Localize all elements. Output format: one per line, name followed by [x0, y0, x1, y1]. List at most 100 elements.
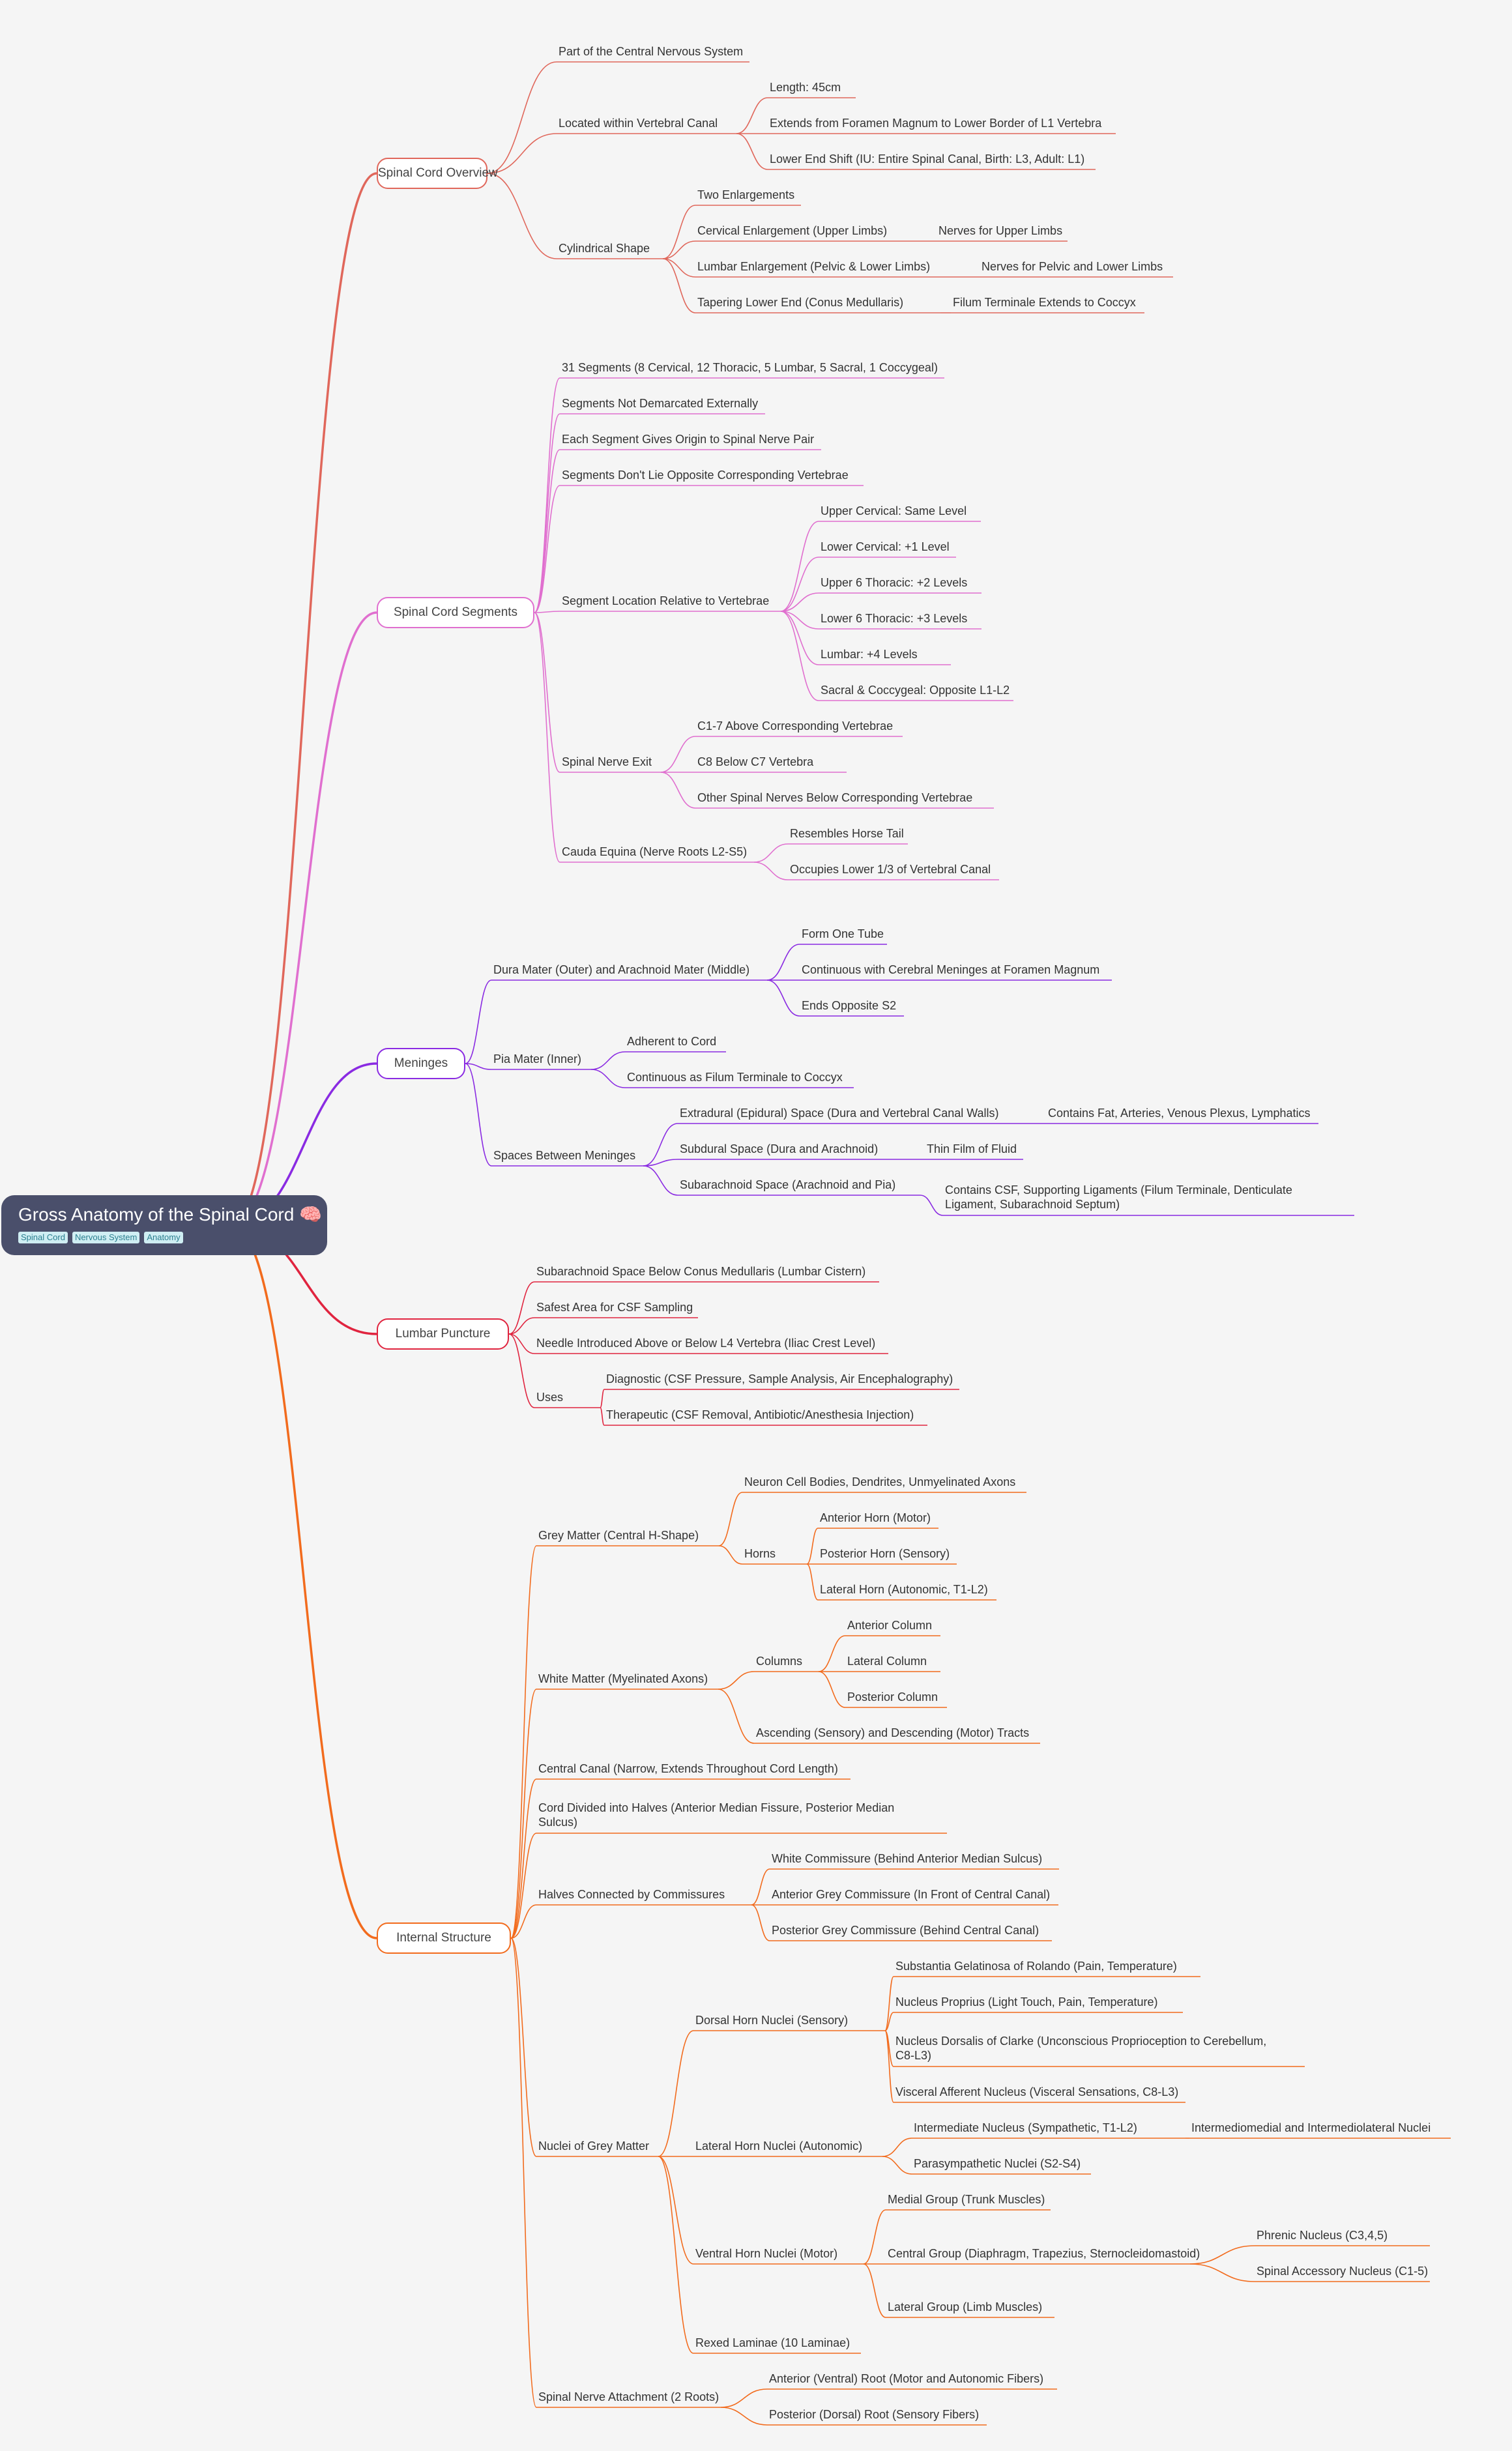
- node-extradural-epidural-space-dura-and-vertebral-can[interactable]: Extradural (Epidural) Space (Dura and Ve…: [680, 1107, 999, 1120]
- node-each-segment-gives-origin-to-spinal-nerve-pair[interactable]: Each Segment Gives Origin to Spinal Nerv…: [562, 433, 815, 446]
- node-spinal-nerve-exit[interactable]: Spinal Nerve Exit: [562, 755, 652, 768]
- node-adherent-to-cord[interactable]: Adherent to Cord: [627, 1035, 717, 1048]
- node-dorsal-horn-nuclei-sensory[interactable]: Dorsal Horn Nuclei (Sensory): [695, 2014, 849, 2027]
- node-lumbar-enlargement-pelvic-lower-limbs[interactable]: Lumbar Enlargement (Pelvic & Lower Limbs…: [697, 260, 931, 273]
- node-upper-cervical-same-level[interactable]: Upper Cervical: Same Level: [821, 504, 967, 517]
- node-nerves-for-pelvic-and-lower-limbs[interactable]: Nerves for Pelvic and Lower Limbs: [981, 260, 1163, 273]
- tag-spinal-cord[interactable]: Spinal Cord: [18, 1232, 68, 1243]
- root-node[interactable]: Gross Anatomy of the Spinal Cord 🧠 Spina…: [1, 1195, 327, 1255]
- node-part-of-the-central-nervous-system[interactable]: Part of the Central Nervous System: [559, 45, 744, 58]
- node-horns[interactable]: Horns: [744, 1547, 776, 1560]
- node-spaces-between-meninges[interactable]: Spaces Between Meninges: [493, 1149, 636, 1162]
- branch-spinal-cord-overview[interactable]: Spinal Cord Overview: [377, 158, 498, 189]
- node-length-45cm[interactable]: Length: 45cm: [770, 81, 841, 94]
- node-needle-introduced-above-or-below-l4-vertebra-ili[interactable]: Needle Introduced Above or Below L4 Vert…: [536, 1337, 876, 1350]
- node-uses[interactable]: Uses: [536, 1391, 564, 1404]
- node-subarachnoid-space-below-conus-medullaris-lumbar[interactable]: Subarachnoid Space Below Conus Medullari…: [536, 1265, 866, 1278]
- node-diagnostic-csf-pressure-sample-analysis-air-ence[interactable]: Diagnostic (CSF Pressure, Sample Analysi…: [606, 1372, 953, 1385]
- node-subarachnoid-space-arachnoid-and-pia[interactable]: Subarachnoid Space (Arachnoid and Pia): [680, 1178, 896, 1191]
- node-posterior-column[interactable]: Posterior Column: [847, 1690, 938, 1704]
- node-sacral-coccygeal-opposite-l1-l2[interactable]: Sacral & Coccygeal: Opposite L1-L2: [821, 684, 1010, 697]
- branch-lumbar-puncture[interactable]: Lumbar Puncture: [377, 1318, 509, 1350]
- node-central-canal-narrow-extends-throughout-cord-len[interactable]: Central Canal (Narrow, Extends Throughou…: [538, 1762, 838, 1775]
- node-phrenic-nucleus-c3-4-5[interactable]: Phrenic Nucleus (C3,4,5): [1257, 2229, 1388, 2242]
- node-parasympathetic-nuclei-s2-s4[interactable]: Parasympathetic Nuclei (S2-S4): [914, 2157, 1081, 2170]
- node-visceral-afferent-nucleus-visceral-sensations-c8[interactable]: Visceral Afferent Nucleus (Visceral Sens…: [895, 2085, 1179, 2098]
- node-c8-below-c7-vertebra[interactable]: C8 Below C7 Vertebra: [697, 755, 814, 768]
- node-anterior-ventral-root-motor-and-autonomic-fibers[interactable]: Anterior (Ventral) Root (Motor and Auton…: [769, 2372, 1044, 2385]
- node-upper-6-thoracic-2-levels[interactable]: Upper 6 Thoracic: +2 Levels: [821, 576, 968, 589]
- node-substantia-gelatinosa-of-rolando-pain-temperatur[interactable]: Substantia Gelatinosa of Rolando (Pain, …: [895, 1960, 1177, 1973]
- node-segment-location-relative-to-vertebrae[interactable]: Segment Location Relative to Vertebrae: [562, 594, 770, 607]
- node-nucleus-proprius-light-touch-pain-temperature[interactable]: Nucleus Proprius (Light Touch, Pain, Tem…: [895, 1995, 1158, 2009]
- node-posterior-grey-commissure-behind-central-canal[interactable]: Posterior Grey Commissure (Behind Centra…: [772, 1924, 1040, 1937]
- node-anterior-horn-motor[interactable]: Anterior Horn (Motor): [820, 1511, 931, 1524]
- node-lateral-horn-nuclei-autonomic[interactable]: Lateral Horn Nuclei (Autonomic): [695, 2139, 863, 2153]
- node-two-enlargements[interactable]: Two Enlargements: [697, 188, 795, 201]
- node-white-matter-myelinated-axons[interactable]: White Matter (Myelinated Axons): [538, 1672, 708, 1685]
- node-intermediomedial-and-intermediolateral-nuclei[interactable]: Intermediomedial and Intermediolateral N…: [1191, 2121, 1431, 2134]
- node-nucleus-dorsalis-of-clarke-unconscious-proprioce[interactable]: Nucleus Dorsalis of Clarke (Unconscious …: [895, 2035, 1267, 2062]
- node-posterior-dorsal-root-sensory-fibers[interactable]: Posterior (Dorsal) Root (Sensory Fibers): [769, 2408, 980, 2421]
- node-lateral-column[interactable]: Lateral Column: [847, 1655, 927, 1668]
- node-extends-from-foramen-magnum-to-lower-border-of-l[interactable]: Extends from Foramen Magnum to Lower Bor…: [770, 117, 1102, 130]
- node-nerves-for-upper-limbs[interactable]: Nerves for Upper Limbs: [938, 224, 1063, 237]
- node-neuron-cell-bodies-dendrites-unmyelinated-axons[interactable]: Neuron Cell Bodies, Dendrites, Unmyelina…: [744, 1475, 1016, 1488]
- node-cylindrical-shape[interactable]: Cylindrical Shape: [559, 242, 650, 255]
- node-columns[interactable]: Columns: [756, 1655, 803, 1668]
- edge-dura-mater-outer-and-arachnoid-mater-middle: [465, 979, 492, 1064]
- node-rexed-laminae-10-laminae[interactable]: Rexed Laminae (10 Laminae): [695, 2336, 850, 2349]
- branch-internal-structure[interactable]: Internal Structure: [377, 1922, 511, 1954]
- node-ascending-sensory-and-descending-motor-tracts[interactable]: Ascending (Sensory) and Descending (Moto…: [756, 1726, 1030, 1739]
- node-grey-matter-central-h-shape[interactable]: Grey Matter (Central H-Shape): [538, 1529, 699, 1542]
- tag-anatomy[interactable]: Anatomy: [144, 1232, 183, 1243]
- node-resembles-horse-tail[interactable]: Resembles Horse Tail: [790, 827, 904, 840]
- node-central-group-diaphragm-trapezius-sternocleidoma[interactable]: Central Group (Diaphragm, Trapezius, Ste…: [888, 2247, 1200, 2260]
- tag-nervous-system[interactable]: Nervous System: [72, 1232, 140, 1243]
- node-therapeutic-csf-removal-antibiotic-anesthesia-in[interactable]: Therapeutic (CSF Removal, Antibiotic/Ane…: [606, 1408, 914, 1421]
- node-spinal-nerve-attachment-2-roots[interactable]: Spinal Nerve Attachment (2 Roots): [538, 2390, 720, 2403]
- node-pia-mater-inner[interactable]: Pia Mater (Inner): [493, 1052, 582, 1066]
- node-ventral-horn-nuclei-motor[interactable]: Ventral Horn Nuclei (Motor): [695, 2247, 838, 2260]
- branch-meninges[interactable]: Meninges: [377, 1048, 465, 1079]
- node-continuous-with-cerebral-meninges-at-foramen-mag[interactable]: Continuous with Cerebral Meninges at For…: [802, 963, 1100, 976]
- node-thin-film-of-fluid[interactable]: Thin Film of Fluid: [927, 1142, 1017, 1155]
- node-occupies-lower-1-3-of-vertebral-canal[interactable]: Occupies Lower 1/3 of Vertebral Canal: [790, 863, 991, 876]
- node-lateral-horn-autonomic-t1-l2[interactable]: Lateral Horn (Autonomic, T1-L2): [820, 1583, 988, 1596]
- node-other-spinal-nerves-below-corresponding-vertebra[interactable]: Other Spinal Nerves Below Corresponding …: [697, 791, 973, 804]
- node-intermediate-nucleus-sympathetic-t1-l2[interactable]: Intermediate Nucleus (Sympathetic, T1-L2…: [914, 2121, 1137, 2134]
- node-halves-connected-by-commissures[interactable]: Halves Connected by Commissures: [538, 1888, 725, 1901]
- node-ends-opposite-s2[interactable]: Ends Opposite S2: [802, 999, 897, 1012]
- node-contains-fat-arteries-venous-plexus-lymphatics[interactable]: Contains Fat, Arteries, Venous Plexus, L…: [1048, 1107, 1311, 1120]
- node-lumbar-4-levels[interactable]: Lumbar: +4 Levels: [821, 648, 918, 661]
- node-continuous-as-filum-terminale-to-coccyx[interactable]: Continuous as Filum Terminale to Coccyx: [627, 1071, 843, 1084]
- node-lower-cervical-1-level[interactable]: Lower Cervical: +1 Level: [821, 540, 950, 553]
- node-lateral-group-limb-muscles[interactable]: Lateral Group (Limb Muscles): [888, 2300, 1043, 2313]
- node-form-one-tube[interactable]: Form One Tube: [802, 927, 884, 940]
- node-31-segments-8-cervical-12-thoracic-5-lumbar-5-sa[interactable]: 31 Segments (8 Cervical, 12 Thoracic, 5 …: [562, 361, 938, 374]
- node-spinal-accessory-nucleus-c1-5[interactable]: Spinal Accessory Nucleus (C1-5): [1257, 2265, 1429, 2278]
- edge-columns: [718, 1671, 755, 1690]
- node-lower-6-thoracic-3-levels[interactable]: Lower 6 Thoracic: +3 Levels: [821, 612, 968, 625]
- node-contains-csf-supporting-ligaments-filum-terminal[interactable]: Contains CSF, Supporting Ligaments (Filu…: [945, 1183, 1292, 1211]
- node-tapering-lower-end-conus-medullaris[interactable]: Tapering Lower End (Conus Medullaris): [697, 296, 904, 309]
- node-cord-divided-into-halves-anterior-median-fissure[interactable]: Cord Divided into Halves (Anterior Media…: [538, 1801, 895, 1829]
- node-white-commissure-behind-anterior-median-sulcus[interactable]: White Commissure (Behind Anterior Median…: [772, 1852, 1043, 1865]
- node-segments-not-demarcated-externally[interactable]: Segments Not Demarcated Externally: [562, 397, 759, 410]
- node-located-within-vertebral-canal[interactable]: Located within Vertebral Canal: [559, 117, 718, 130]
- node-cauda-equina-nerve-roots-l2-s5[interactable]: Cauda Equina (Nerve Roots L2-S5): [562, 845, 748, 858]
- node-anterior-grey-commissure-in-front-of-central-can[interactable]: Anterior Grey Commissure (In Front of Ce…: [772, 1888, 1051, 1901]
- node-segments-don-t-lie-opposite-corresponding-verteb[interactable]: Segments Don't Lie Opposite Correspondin…: [562, 469, 849, 482]
- node-cervical-enlargement-upper-limbs[interactable]: Cervical Enlargement (Upper Limbs): [697, 224, 888, 237]
- node-filum-terminale-extends-to-coccyx[interactable]: Filum Terminale Extends to Coccyx: [953, 296, 1136, 309]
- node-lower-end-shift-iu-entire-spinal-canal-birth-l3-[interactable]: Lower End Shift (IU: Entire Spinal Canal…: [770, 152, 1085, 166]
- node-posterior-horn-sensory[interactable]: Posterior Horn (Sensory): [820, 1547, 950, 1560]
- node-subdural-space-dura-and-arachnoid[interactable]: Subdural Space (Dura and Arachnoid): [680, 1142, 879, 1155]
- node-nuclei-of-grey-matter[interactable]: Nuclei of Grey Matter: [538, 2139, 650, 2153]
- node-c1-7-above-corresponding-vertebrae[interactable]: C1-7 Above Corresponding Vertebrae: [697, 719, 894, 732]
- node-dura-mater-outer-and-arachnoid-mater-middle[interactable]: Dura Mater (Outer) and Arachnoid Mater (…: [493, 963, 750, 976]
- node-safest-area-for-csf-sampling[interactable]: Safest Area for CSF Sampling: [536, 1301, 693, 1314]
- branch-spinal-cord-segments[interactable]: Spinal Cord Segments: [377, 597, 534, 628]
- node-anterior-column[interactable]: Anterior Column: [847, 1619, 933, 1632]
- node-medial-group-trunk-muscles[interactable]: Medial Group (Trunk Muscles): [888, 2193, 1045, 2206]
